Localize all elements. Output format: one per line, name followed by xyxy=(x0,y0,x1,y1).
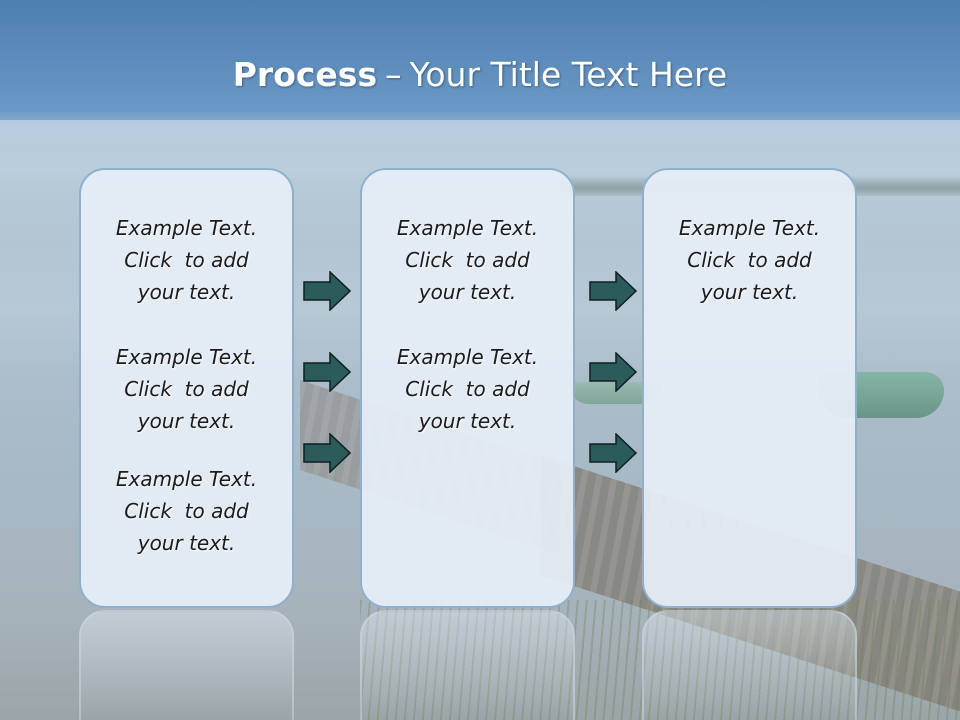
right-arrow-icon[interactable] xyxy=(589,352,637,392)
text-line: your text. xyxy=(418,409,517,433)
text-block[interactable]: Example Text. Click to add your text. xyxy=(362,341,573,437)
right-arrow-icon[interactable] xyxy=(589,433,637,473)
process-panel-3[interactable]: Example Text. Click to add your text. xyxy=(642,168,857,608)
title-separator: – xyxy=(385,55,402,94)
text-line: Example Text. xyxy=(115,345,258,369)
process-panel-1[interactable]: Example Text. Click to add your text. Ex… xyxy=(79,168,294,608)
text-line: your text. xyxy=(137,531,236,555)
text-line: your text. xyxy=(418,280,517,304)
title-text: Your Title Text Here xyxy=(409,55,728,94)
text-line: Click to add xyxy=(405,248,530,272)
text-line: your text. xyxy=(137,409,236,433)
right-arrow-icon[interactable] xyxy=(589,271,637,311)
text-block[interactable]: Example Text. Click to add your text. xyxy=(81,463,292,559)
panel-reflection xyxy=(642,610,857,720)
text-line: Click to add xyxy=(124,499,249,523)
text-line: Click to add xyxy=(405,377,530,401)
text-line: Example Text. xyxy=(115,467,258,491)
text-line: your text. xyxy=(137,280,236,304)
text-block[interactable]: Example Text. Click to add your text. xyxy=(81,212,292,308)
text-block[interactable]: Example Text. Click to add your text. xyxy=(81,341,292,437)
panel-reflection xyxy=(79,610,294,720)
title-bold: Process xyxy=(232,55,378,94)
process-panel-2[interactable]: Example Text. Click to add your text. Ex… xyxy=(360,168,575,608)
text-line: Click to add xyxy=(124,377,249,401)
text-line: Example Text. xyxy=(396,216,539,240)
background-boat-small xyxy=(570,382,660,404)
right-arrow-icon[interactable] xyxy=(303,352,351,392)
text-block[interactable]: Example Text. Click to add your text. xyxy=(644,212,855,308)
right-arrow-icon[interactable] xyxy=(303,271,351,311)
panel-reflection xyxy=(360,610,575,720)
text-line: Example Text. xyxy=(396,345,539,369)
slide-title[interactable]: Process–Your Title Text Here xyxy=(0,55,960,94)
text-line: Click to add xyxy=(124,248,249,272)
text-line: your text. xyxy=(700,280,799,304)
text-block[interactable]: Example Text. Click to add your text. xyxy=(362,212,573,308)
text-line: Click to add xyxy=(687,248,812,272)
text-line: Example Text. xyxy=(678,216,821,240)
right-arrow-icon[interactable] xyxy=(303,433,351,473)
text-line: Example Text. xyxy=(115,216,258,240)
